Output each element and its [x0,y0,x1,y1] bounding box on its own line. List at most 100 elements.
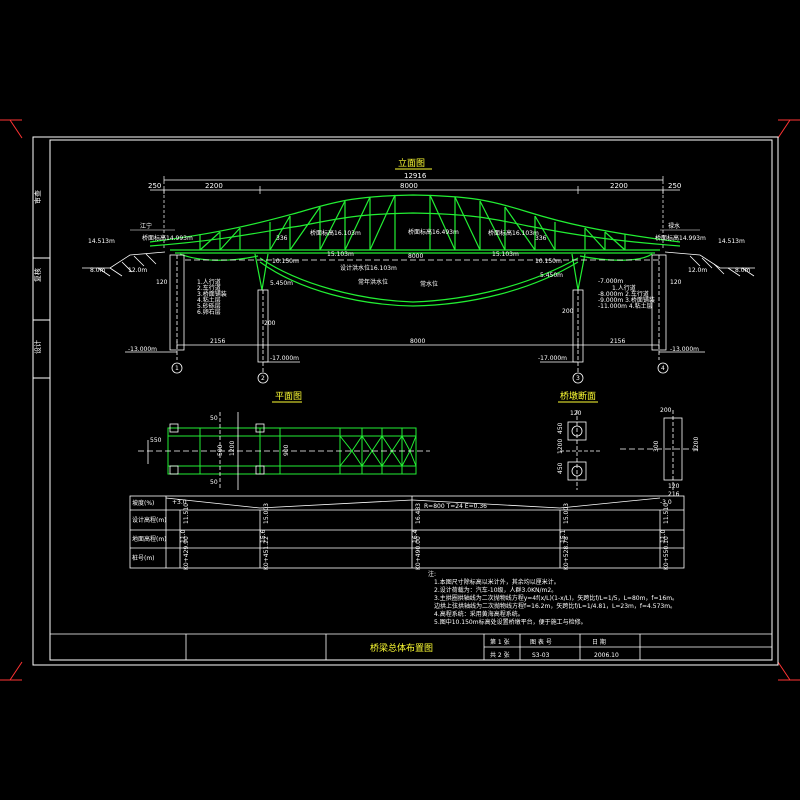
section-left-dim-3: 450 [557,462,564,474]
sheet-label: 第 1 张 [490,638,510,646]
note-4: 4.高程系统：采用黄海高程系统。 [434,610,524,618]
dim-center-8000: 8000 [400,182,418,190]
note-1: 1.本图尺寸除标高以米计外，其余均以厘米计。 [434,578,560,586]
right-ground-elev: 8.0m [735,267,751,274]
note-2: 2.设计荷载为：汽车-10级，人群3.0KN/m2。 [434,586,557,594]
left-deck-elev: 桥面标高14.993m [142,234,193,242]
col2-design: 15.003 [263,503,270,524]
piles [169,254,667,372]
span-center-dim: 8000 [408,253,423,260]
axis-3: 3 [576,375,580,382]
dim-right-250: 250 [668,182,681,190]
dim-left-250: 250 [148,182,161,190]
left-120: 120 [156,279,168,286]
svg-text:-9.000m 3.桥面铺装: -9.000m 3.桥面铺装 [598,296,655,304]
plan-dim-500: 500 [217,444,224,456]
col4-design: 15.003 [563,503,570,524]
plan-dim-900: 900 [283,444,290,456]
design-water-level: 设计洪水位16.103m [340,264,397,272]
axis-1: 1 [175,365,179,372]
col2-station: K0+451.22 [263,536,270,570]
dim-336-left: 336 [276,235,288,242]
bottom-dim-right: 2156 [610,338,625,345]
right-bank-label: 禄水 [668,222,680,230]
crown-elev: 桥面标高16.493m [408,228,459,236]
axis-4: 4 [661,365,665,372]
left-end-elev: 14.513m [88,238,115,245]
left-ground-elev: 8.0m [90,267,106,274]
row-label-design: 设计高程(m) [132,516,167,524]
row-label-grade: 坡度(%) [132,499,154,507]
plan-view: 平面图 550 50 [138,391,430,490]
col1-station: K0+429.90 [183,536,190,570]
right-base-elev: -13.000m [670,346,699,353]
water-line-label: 常水位 [420,280,438,288]
section-title: 桥墩断面 [560,390,596,402]
section-right-dim-1: 300 [653,440,660,452]
svg-text:2.车行道: 2.车行道 [197,284,221,292]
svg-text:1.人行道: 1.人行道 [197,278,221,286]
svg-text:-11.000m 4.粘土层: -11.000m 4.粘土层 [598,302,653,310]
col4-ground: 15.1 [560,529,567,543]
date-value: 2006.10 [594,652,619,659]
svg-text:3.桥面铺装: 3.桥面铺装 [197,290,227,298]
drawing-title: 桥梁总体布置图 [370,642,433,654]
plan-dim-50b: 50 [210,479,218,486]
svg-text:-7.000m: -7.000m [598,278,623,285]
side-review-block: 审查 复核 设计 [33,190,42,354]
left-pile-elev: -17.000m [270,355,299,362]
mid-elev-1: 15.103m [327,251,354,258]
right-deck-elev: 桥面标高14.993m [655,234,706,242]
right-pile-elev: -17.000m [538,355,567,362]
section-bottom-dim-1: 120 [668,483,680,490]
note-5: 5.图中10.150m标高处设置桥墩平台，便于施工与检修。 [434,618,587,626]
dim-336-right: 336 [535,235,547,242]
svg-text:1.人行道: 1.人行道 [612,284,636,292]
notes-header: 注: [428,570,436,578]
grade-left: +3.0 [172,499,187,506]
col3-design: 16.483 [415,503,422,524]
section-top-dim-1: 120 [570,410,582,417]
pier-section-view: 桥墩断面 120 200 300 1200 450 1200 450 120 2… [557,390,700,498]
soil-legend-left: 1.人行道 2.车行道 3.桥面铺装 4.粘土层 5.砂砾层 6.卵石层 [197,278,227,316]
col3-station: K0+490.00 [415,536,422,570]
note-3: 3.主拱圈拱轴线为二次抛物线方程y=4f(x/L)(1-x/L)，矢跨比f/L=… [434,594,678,602]
side-label-design: 设计 [33,340,42,354]
col5-ground: 11.0 [660,529,667,543]
plan-dim-50: 50 [210,415,218,422]
dim-right-2200: 2200 [610,182,628,190]
date-label: 日 期 [592,638,606,646]
section-bottom-dim-2: 216 [668,491,680,498]
total-sheets-label: 共 2 张 [490,651,510,659]
total-length-dim: 12916 [404,172,427,180]
left-base-elev: -13.000m [128,346,157,353]
elevation-view: 立面图 12916 250 2200 8000 2200 250 [82,157,755,384]
right-pier-elev: 10.150m [535,258,562,265]
profile-table: 坡度(%) 设计高程(m) 地面高程(m) 桩号(m) +3.0 -3.0 R=… [129,495,685,570]
col5-design: 11.510 [663,503,670,524]
col1-ground: 11.0 [180,529,187,543]
right-120: 120 [670,279,682,286]
drawing-frame [32,136,779,666]
soil-legend-right: -7.000m 1.人行道 -8.000m 2.车行道 -9.000m 3.桥面… [598,278,655,310]
col4-station: K0+528.78 [563,536,570,570]
section-left-dim-1: 450 [557,422,564,434]
note-3b: 边拱上弦拱轴线为二次抛物线方程f=16.2m，矢跨比f/L=1/4.81，L=2… [434,602,676,610]
svg-text:6.卵石层: 6.卵石层 [197,308,221,316]
col5-station: K0+550.10 [663,536,670,570]
left-level: 12.0m [128,267,147,274]
row-label-station: 桩号(m) [132,554,155,562]
row-label-ground: 地面高程(m) [132,535,167,543]
left-low-elev: 5.450m [270,280,293,287]
svg-text:4.粘土层: 4.粘土层 [197,296,221,304]
dim-left-2200: 2200 [205,182,223,190]
bottom-dim-center: 8000 [410,338,425,345]
drawing-no-label: 图 表 号 [530,638,552,646]
axis-2: 2 [261,375,265,382]
title-block: 桥梁总体布置图 第 1 张 共 2 张 图 表 号 S3-03 日 期 2006… [50,633,772,660]
ground-profile [82,251,755,277]
inner-right-elev: 桥面标高16.103m [488,229,539,237]
notes: 注: 1.本图尺寸除标高以米计外，其余均以厘米计。 2.设计荷载为：汽车-10级… [428,570,678,626]
left-bank-label: 江宁 [140,222,152,230]
bottom-dim-left: 2156 [210,338,225,345]
